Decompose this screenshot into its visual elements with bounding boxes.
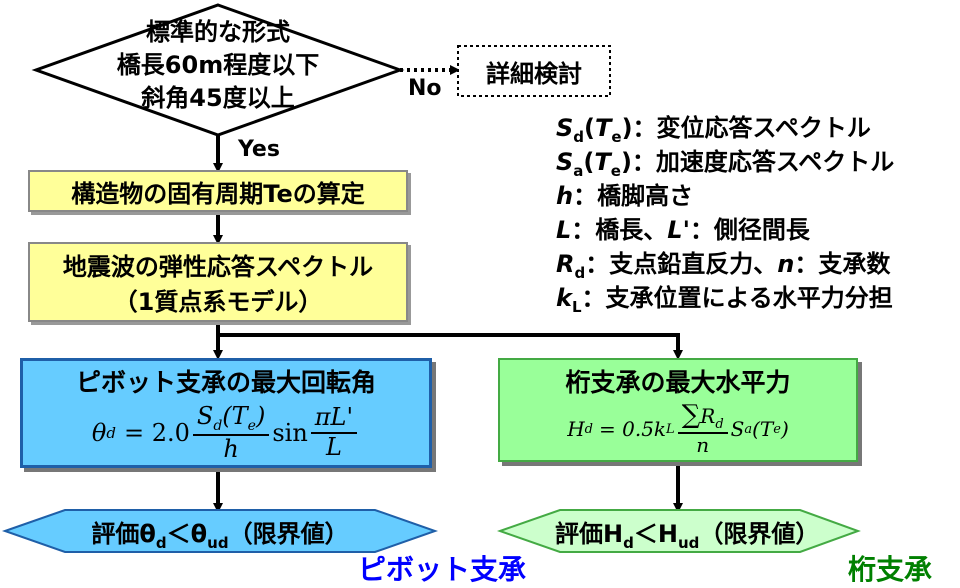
legend-2-sub2: e	[610, 161, 621, 180]
decision-line2: 橋長60m程度以下	[116, 51, 320, 79]
legend-5-mid: ：支点鉛直反力、	[585, 250, 778, 278]
legend-4-mid: ：橋長、	[571, 216, 668, 244]
legend-2-rest: )：加速度応答スペクトル	[620, 148, 895, 176]
decision-line1: 標準的な形式	[146, 18, 290, 46]
formula-te-close: )	[255, 401, 266, 430]
legend-5-sub: d	[574, 263, 586, 282]
legend-1-mid: (	[584, 114, 596, 142]
formula-s-sub: d	[213, 417, 223, 434]
right-eval-sub1: d	[623, 533, 634, 552]
legend-2-sym2: T	[594, 148, 611, 176]
legend-1-sym: S	[556, 114, 574, 142]
formula-h-sub: d	[584, 421, 593, 437]
yes-label: Yes	[238, 137, 280, 162]
formula-h: H	[567, 417, 585, 441]
left-eval-sub1: d	[155, 533, 167, 552]
pivot-bearing-title: ピボット支承の最大回転角	[75, 367, 376, 397]
formula-denominator-3: n	[696, 433, 710, 458]
step2-line2: （1質点系モデル）	[113, 288, 323, 316]
legend-line-3: h：橋脚高さ	[556, 176, 693, 211]
girder-bearing-title: 桁支承の最大水平力	[565, 367, 791, 397]
right-eval-label: 評価Hd＜Hud（限界値）	[555, 514, 819, 552]
formula-r-sub: d	[715, 416, 724, 432]
left-eval-shape	[1, 509, 439, 553]
legend-5-rest: ：支承数	[794, 250, 891, 278]
legend-1-sub2: e	[611, 127, 622, 146]
formula-denominator-1: h	[223, 434, 239, 463]
detail-box-border	[457, 45, 611, 97]
legend-4-sym: L	[556, 216, 572, 244]
formula-te2-open: (T	[752, 417, 774, 441]
legend-line-1: Sd(Te)：変位応答スペクトル	[556, 108, 871, 146]
legend-1-rest: )：変位応答スペクトル	[621, 114, 871, 142]
legend-4-rest: ：側径間長	[689, 216, 810, 244]
legend-line-6: kL：支承位置による水平力分担	[556, 278, 893, 316]
formula-te-open: (T	[222, 401, 248, 430]
left-eval-suffix: （限界値）	[228, 520, 349, 548]
formula-te2-sub: e	[773, 421, 781, 437]
detail-box-label: 詳細検討	[486, 59, 582, 88]
legend-3-sym: h	[556, 182, 574, 210]
formula-numerator-1: Sd(Te)	[192, 401, 270, 436]
legend-line-4: L：橋長、L'：側径間長	[556, 210, 810, 245]
legend-2-sym: S	[556, 148, 574, 176]
formula-fraction-2: πL' L	[310, 404, 358, 461]
legend-line-5: Rd：支点鉛直反力、n：支承数	[556, 244, 890, 282]
caption-girder-bearing: 桁支承	[848, 553, 933, 586]
right-eval-prefix: 評価H	[555, 520, 624, 548]
no-label: No	[408, 76, 442, 101]
legend-line-2: Sa(Te)：加速度応答スペクトル	[556, 142, 894, 180]
formula-numerator-3: ∑Rd	[677, 399, 728, 435]
left-eval-label: 評価θd＜θud（限界値）	[70, 514, 370, 552]
step1-label: 構造物の固有周期Teの算定	[71, 179, 365, 208]
legend-2-mid: (	[583, 148, 595, 176]
formula-sa-sub: a	[744, 421, 753, 437]
right-eval-suffix: （限界値）	[699, 520, 820, 548]
caption-pivot-bearing: ピボット支承	[358, 553, 527, 586]
formula-denominator-2: L	[325, 432, 342, 461]
legend-5-sym2: n	[777, 250, 795, 278]
right-eval-shape	[496, 509, 861, 553]
formula-numerator-2: πL'	[310, 404, 358, 434]
formula-coef: = 2.0	[123, 418, 190, 447]
formula-fraction-3: ∑Rd n	[677, 399, 728, 458]
formula-s: S	[196, 401, 214, 430]
legend-4-sym2: L'	[667, 216, 690, 244]
legend-2-sub: a	[573, 161, 584, 180]
decision-line3: 斜角45度以上	[141, 84, 295, 112]
legend-1-sub: d	[573, 127, 585, 146]
legend-6-sub: L	[571, 297, 582, 316]
legend-6-rest: ：支承位置による水平力分担	[581, 284, 893, 312]
formula-sum: ∑	[681, 399, 701, 430]
formula-sin: sin	[272, 418, 308, 447]
formula-kl-sub: L	[666, 421, 675, 437]
formula-r: R	[700, 403, 716, 428]
formula-theta-sub: d	[106, 423, 116, 442]
legend-5-sym: R	[556, 250, 575, 278]
step2-line1: 地震波の弾性応答スペクトル	[62, 253, 374, 281]
left-eval-mid: ＜θ	[166, 520, 208, 548]
branch-to-right-arrow	[218, 333, 683, 360]
legend-1-sym2: T	[595, 114, 612, 142]
right-eval-sub2: ud	[677, 533, 700, 552]
legend-3-rest: ：橋脚高さ	[573, 182, 694, 210]
left-eval-sub2: ud	[207, 533, 229, 552]
left-eval-prefix: 評価θ	[91, 520, 156, 548]
formula-fraction-1: Sd(Te) h	[192, 401, 270, 463]
formula-te2-close: )	[780, 417, 789, 441]
right-eval-mid: ＜H	[633, 520, 678, 548]
formula-te-sub: e	[247, 417, 256, 434]
legend-6-sym: k	[556, 284, 572, 312]
detail-box: 詳細検討	[458, 46, 610, 96]
step2-box: 地震波の弾性応答スペクトル （1質点系モデル）	[28, 242, 408, 322]
formula-theta: θ	[91, 418, 107, 447]
formula-sa: S	[730, 417, 745, 441]
formula-coef-2: = 0.5k	[599, 417, 667, 441]
step1-box: 構造物の固有周期Teの算定	[28, 170, 408, 212]
